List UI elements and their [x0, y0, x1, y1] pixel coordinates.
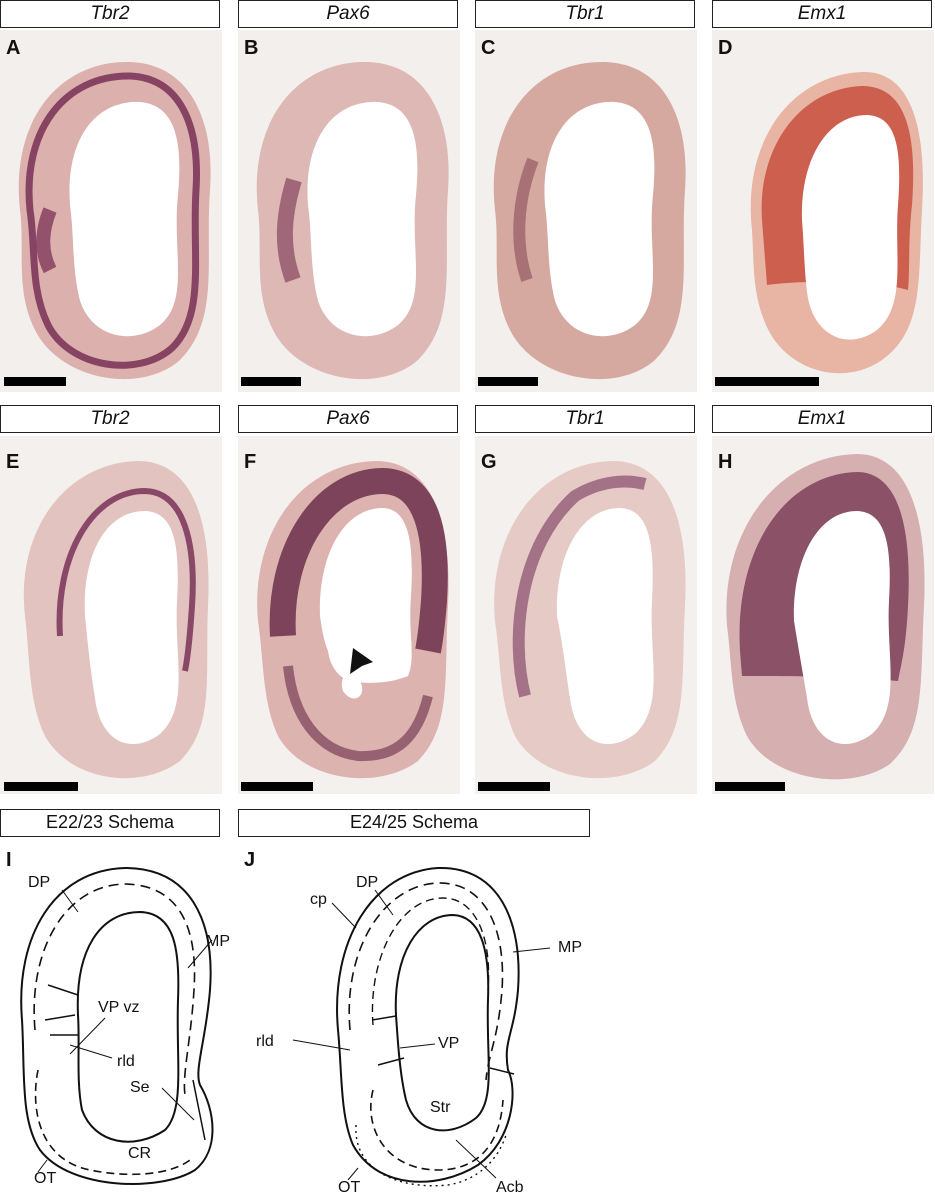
micrograph-panel-a	[0, 30, 222, 392]
micrograph-panel-c	[475, 30, 697, 392]
schema-i-label-vpvz: VP vz	[98, 999, 140, 1016]
gene-label-d: Emx1	[712, 0, 932, 28]
schema-title-j: E24/25 Schema	[238, 809, 590, 837]
panel-letter-i: I	[6, 849, 12, 871]
panel-letter-f: F	[244, 451, 257, 473]
schema-j-label-rld: rld	[256, 1033, 274, 1050]
panel-letter-b: B	[244, 37, 259, 59]
schema-j-label-str: Str	[430, 1099, 451, 1116]
schema-i-label-se: Se	[130, 1079, 150, 1096]
schema-i-label-rld: rld	[117, 1053, 135, 1070]
schema-title-i: E22/23 Schema	[0, 809, 220, 837]
gene-label-h: Emx1	[712, 405, 932, 433]
schema-i-drawing: DP MP VP vz rld Se CR OT	[20, 866, 230, 1187]
gene-label-g: Tbr1	[475, 405, 695, 433]
micrograph-panel-e	[0, 436, 222, 794]
gene-label-e: Tbr2	[0, 405, 220, 433]
scale-bar-e	[4, 782, 78, 791]
scale-bar-h	[715, 782, 785, 791]
schema-j-label-cp: cp	[310, 891, 327, 908]
gene-label-c: Tbr1	[475, 0, 695, 28]
micrograph-panel-b	[238, 30, 460, 392]
scale-bar-f	[241, 782, 313, 791]
schema-i-label-ot: OT	[34, 1170, 56, 1187]
micrograph-panel-f	[238, 436, 460, 794]
panel-letter-e: E	[6, 451, 20, 473]
panel-letter-j: J	[244, 849, 256, 871]
schema-j-label-vp: VP	[438, 1035, 459, 1052]
panel-letter-h: H	[718, 451, 733, 473]
micrograph-panel-d	[712, 30, 934, 392]
panel-letter-c: C	[481, 37, 496, 59]
schema-j-label-ot: OT	[338, 1179, 360, 1195]
scale-bar-d	[715, 377, 819, 386]
schema-j-drawing: DP cp MP VP rld Str OT Acb	[256, 866, 582, 1195]
gene-label-b: Pax6	[238, 0, 458, 28]
schema-i-label-cr: CR	[128, 1145, 151, 1162]
scale-bar-g	[478, 782, 550, 791]
schema-j-label-acb: Acb	[496, 1179, 524, 1195]
scale-bar-a	[4, 377, 66, 386]
schema-j-label-mp: MP	[558, 939, 582, 956]
gene-label-a: Tbr2	[0, 0, 220, 28]
micrograph-panel-h	[712, 436, 934, 794]
panel-letter-d: D	[718, 37, 733, 59]
gene-label-f: Pax6	[238, 405, 458, 433]
scale-bar-b	[241, 377, 301, 386]
schema-i-label-dp: DP	[28, 874, 50, 891]
micrograph-panel-g	[475, 436, 697, 794]
schema-i-label-mp: MP	[206, 933, 230, 950]
panel-letter-a: A	[6, 37, 21, 59]
scale-bar-c	[478, 377, 538, 386]
panel-letter-g: G	[481, 451, 497, 473]
schema-j-label-dp: DP	[356, 874, 378, 891]
